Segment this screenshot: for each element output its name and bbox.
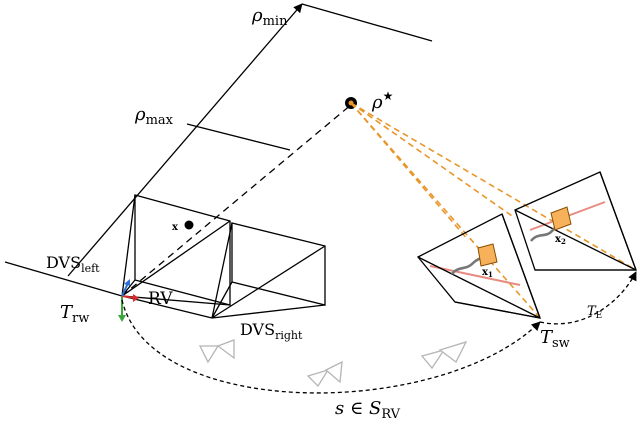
point-icon <box>184 220 194 230</box>
optical-ray <box>121 103 353 297</box>
camera-frustum-icon <box>121 222 326 319</box>
trajectory-cameras <box>198 339 468 388</box>
axis-triad-icon <box>118 279 139 322</box>
patch-2 <box>550 206 572 231</box>
volume-near-edge <box>4 261 123 297</box>
label-x2: x2 <box>555 234 566 246</box>
label-T-rw: Trw <box>60 302 89 326</box>
dvs-right-image-plane <box>231 222 326 306</box>
label-rho-max: ρmax <box>134 104 174 128</box>
volume-far-edge <box>67 3 303 277</box>
label-rho-min: ρmin <box>251 5 288 29</box>
rho-min-plane <box>301 3 433 42</box>
dsi-volume <box>4 3 433 297</box>
label-rv: RV <box>148 289 173 309</box>
label-rho-star: ρ★ <box>371 89 393 113</box>
label-dvs-left: DVSleft <box>46 253 100 275</box>
event-camera-1 <box>416 213 542 319</box>
label-x: x <box>172 222 179 233</box>
label-dvs-right: DVSright <box>240 320 303 342</box>
trajectory-arc <box>121 299 541 394</box>
event-camera-2 <box>514 171 637 271</box>
camera-frustum-icon <box>121 194 231 306</box>
projection-rays <box>350 102 637 319</box>
patch-1 <box>477 243 498 267</box>
label-T-sw: Tsw <box>540 327 570 351</box>
caption-s-in-S-RV: s ∈ SRV <box>335 398 401 422</box>
relative-pose-arc <box>539 271 637 325</box>
label-x1: x1 <box>482 267 493 279</box>
rho-max-plane <box>186 123 291 151</box>
label-T-E: TE <box>587 304 602 321</box>
